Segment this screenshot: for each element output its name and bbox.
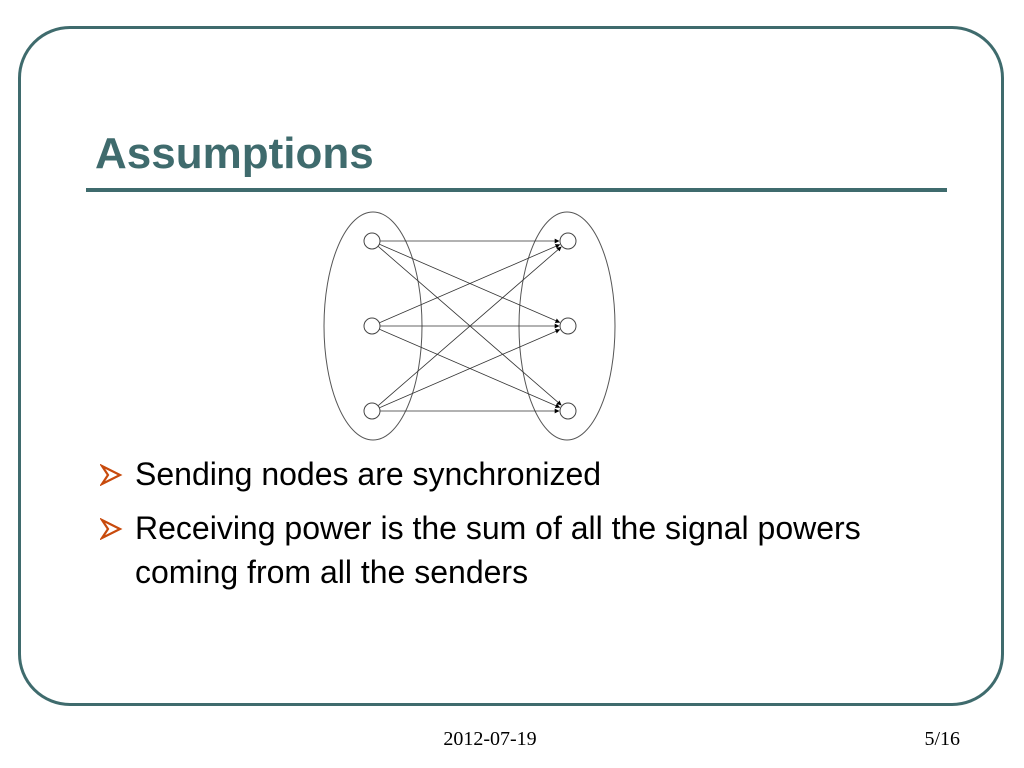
bullet-item: Sending nodes are synchronized (100, 452, 920, 496)
footer-page-number: 5/16 (924, 728, 960, 750)
receiver-node-2 (559, 317, 577, 335)
sender-node-2 (363, 317, 381, 335)
arrow-bullet-icon (100, 464, 123, 486)
edge-s2-r1 (379, 244, 561, 324)
title-underline (86, 188, 947, 192)
edge-s3-r1 (377, 246, 562, 407)
receiver-node-3 (559, 402, 577, 420)
slide-frame (18, 26, 1004, 706)
bullet-text: Sending nodes are synchronized (135, 456, 602, 492)
bullet-list: Sending nodes are synchronized Receiving… (100, 452, 920, 604)
nodes (363, 232, 577, 420)
network-diagram (323, 211, 616, 441)
bullet-text: Receiving power is the sum of all the si… (135, 510, 861, 590)
arrow-bullet-icon (100, 518, 123, 540)
slide-title: Assumptions (95, 129, 374, 178)
sender-node-1 (363, 232, 381, 250)
edge-s3-r2 (379, 329, 561, 409)
sender-node-3 (363, 402, 381, 420)
bullet-item: Receiving power is the sum of all the si… (100, 506, 920, 594)
connection-edges (377, 238, 562, 414)
receiver-node-1 (559, 232, 577, 250)
footer-date: 2012-07-19 (443, 728, 537, 750)
